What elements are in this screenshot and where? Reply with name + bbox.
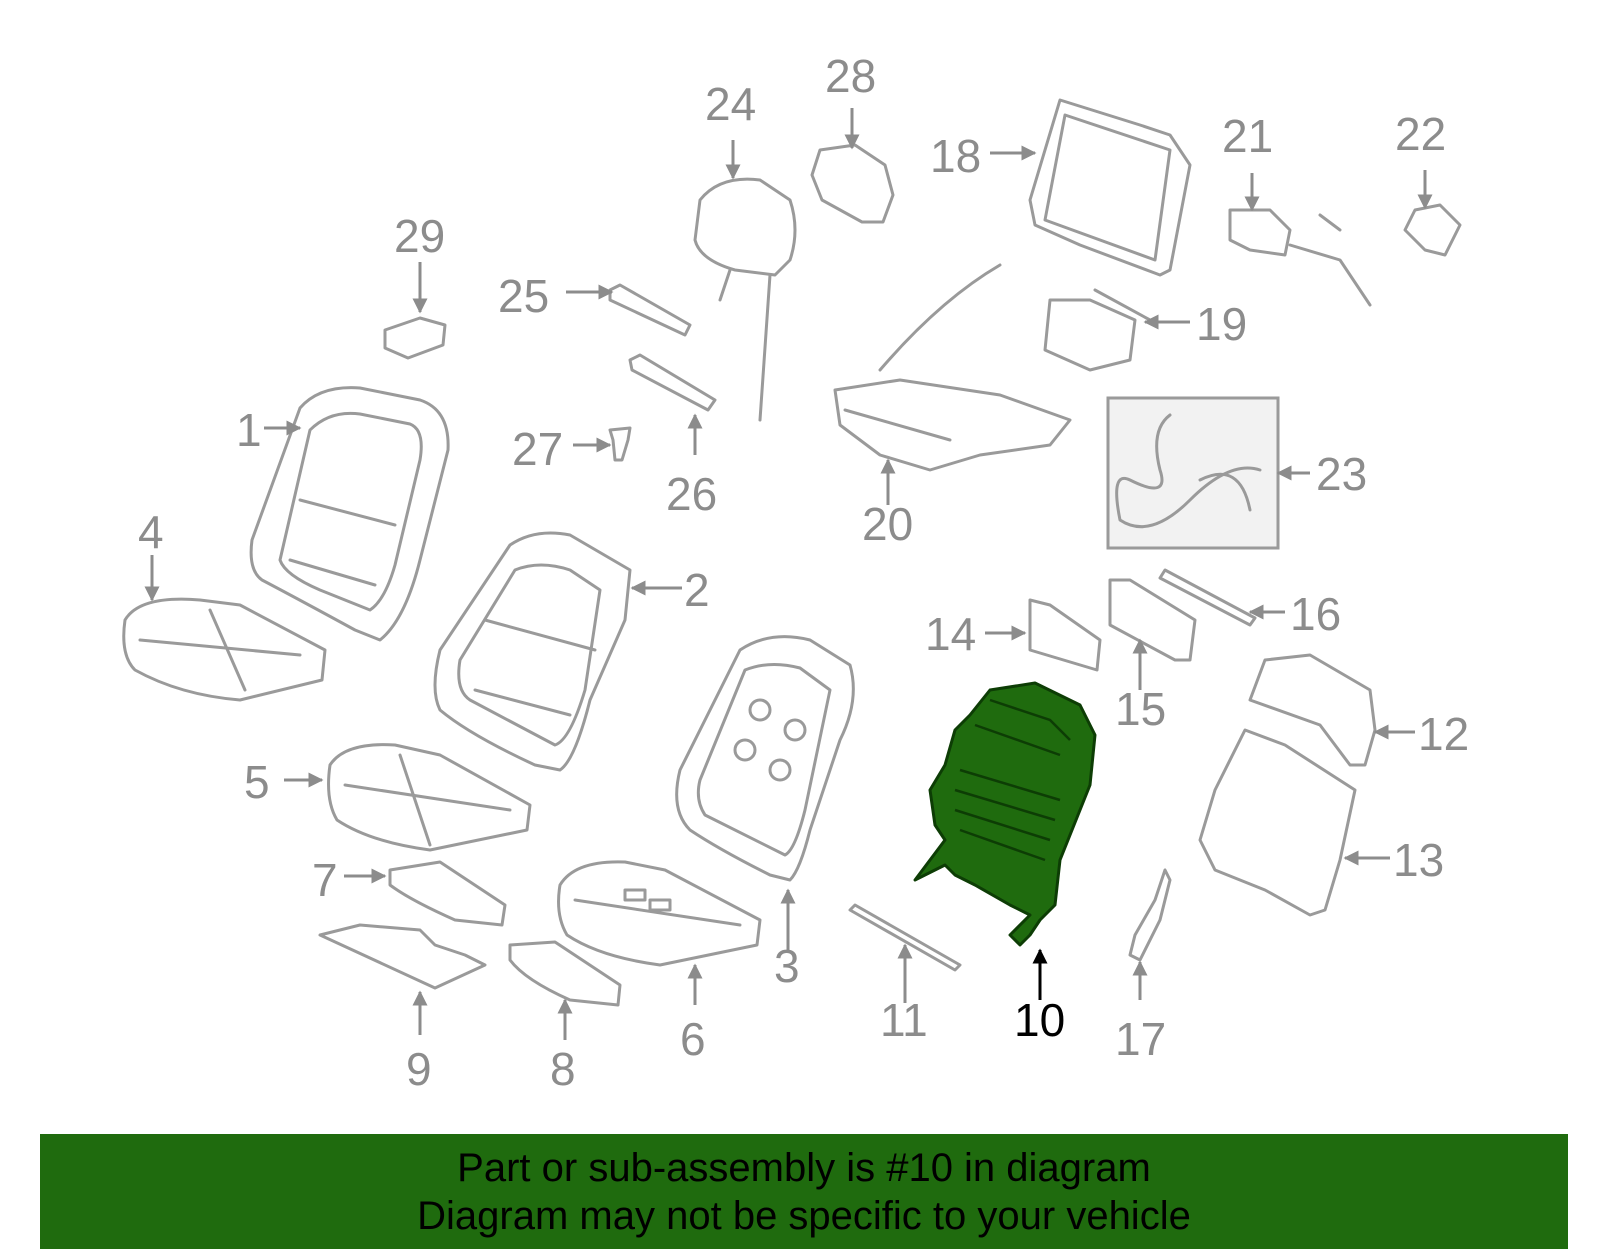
callout-4: 4 <box>138 506 164 558</box>
part-10-seatback-frame <box>913 681 1097 947</box>
part-24-headrest <box>693 177 797 422</box>
callout-11: 11 <box>880 994 928 1046</box>
part-13-panel <box>1198 728 1357 917</box>
callout-12: 12 <box>1418 708 1469 760</box>
part-2-seatback-pad <box>433 531 632 772</box>
callout-5: 5 <box>244 756 270 808</box>
callout-24: 24 <box>705 78 756 130</box>
banner-line-2: Diagram may not be specific to your vehi… <box>417 1194 1191 1238</box>
part-5-cushion-pad <box>327 743 532 852</box>
info-banner: Part or sub-assembly is #10 in diagram D… <box>40 1134 1568 1249</box>
callout-9: 9 <box>406 1043 432 1095</box>
callout-23: 23 <box>1316 448 1367 500</box>
part-1-seatback-cover <box>249 386 450 642</box>
part-6-cushion <box>557 860 762 967</box>
callout-14: 14 <box>925 608 976 660</box>
part-17-trim <box>1128 868 1172 962</box>
part-19-motor <box>1043 288 1152 372</box>
part-16-strip <box>1158 568 1257 627</box>
part-26-bracket <box>628 353 717 412</box>
part-20-cushion-frame <box>833 263 1072 472</box>
part-22-clip <box>1403 203 1462 257</box>
part-14-bracket <box>1028 598 1102 672</box>
part-28-cover <box>810 143 895 224</box>
callout-17: 17 <box>1115 1013 1166 1065</box>
callout-10: 10 <box>1014 994 1065 1046</box>
callout-3: 3 <box>774 940 800 992</box>
part-3-seatback <box>675 635 855 882</box>
part-9-mat <box>318 923 487 990</box>
callout-16: 16 <box>1290 588 1341 640</box>
part-23-cable <box>1106 396 1280 550</box>
callout-29: 29 <box>394 210 445 262</box>
callout-13: 13 <box>1393 834 1444 886</box>
callout-28: 28 <box>825 50 876 102</box>
banner-line-1: Part or sub-assembly is #10 in diagram <box>457 1146 1151 1190</box>
callout-2: 2 <box>684 564 710 616</box>
part-4-cushion-cover <box>122 597 327 702</box>
callout-25: 25 <box>498 270 549 322</box>
callout-7: 7 <box>312 854 338 906</box>
callout-6: 6 <box>680 1013 706 1065</box>
callout-15: 15 <box>1115 683 1166 735</box>
callout-22: 22 <box>1395 108 1446 160</box>
leader-arrows <box>144 108 1433 1040</box>
part-15-bracket <box>1108 578 1197 662</box>
part-29-block <box>383 316 447 360</box>
part-7-pad <box>388 860 507 927</box>
part-11-strip <box>848 903 962 972</box>
callout-8: 8 <box>550 1043 576 1095</box>
callout-27: 27 <box>512 423 563 475</box>
part-25-bracket <box>608 283 692 337</box>
callout-18: 18 <box>930 130 981 182</box>
part-18-frame <box>1028 98 1192 277</box>
part-27-fastener <box>608 426 632 462</box>
callout-20: 20 <box>862 498 913 550</box>
callout-1: 1 <box>236 404 262 456</box>
callout-26: 26 <box>666 468 717 520</box>
diagram-svg: 1 2 3 4 5 6 7 8 9 10 11 12 13 14 15 16 1… <box>122 50 1469 1095</box>
part-8-pad <box>508 940 622 1007</box>
part-21-module <box>1228 208 1372 307</box>
callout-21: 21 <box>1222 110 1273 162</box>
part-12-cover <box>1248 653 1377 767</box>
callout-19: 19 <box>1196 298 1247 350</box>
